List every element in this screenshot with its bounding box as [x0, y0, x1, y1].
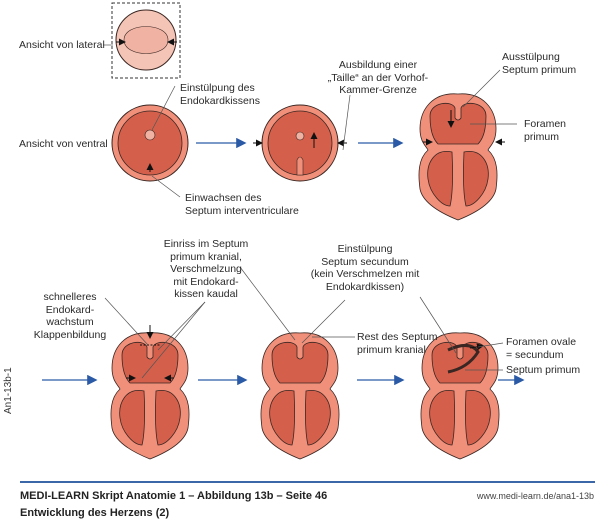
label-taille: Ausbildung einer„Taille“ an der Vorhof-K… [327, 59, 429, 96]
heart-stage-3 [418, 93, 498, 221]
figure-code: An1-13b-1 [3, 367, 14, 414]
stage-arrows [42, 137, 525, 386]
ventral-heart-2 [261, 104, 339, 182]
footer-title: MEDI-LEARN Skript Anatomie 1 – Abbildung… [20, 490, 328, 502]
lateral-heart [115, 9, 177, 71]
leader-lines [103, 44, 517, 379]
footer-rule [20, 481, 595, 483]
label-lateral: Ansicht von lateral [19, 39, 105, 51]
heart-stage-4 [110, 332, 190, 460]
label-septum-primum: Septum primum [506, 364, 581, 376]
heart-stage-5 [260, 332, 340, 460]
label-foramen-ovale: Foramen ovale= secundum [506, 336, 577, 361]
footer-subtitle: Entwicklung des Herzens (2) [20, 507, 170, 519]
lateral-view-box [111, 2, 181, 79]
footer-url[interactable]: www.medi-learn.de/ana1-13b [476, 491, 594, 501]
label-ventral: Ansicht von ventral [19, 138, 108, 150]
ventral-heart-1 [111, 104, 189, 182]
